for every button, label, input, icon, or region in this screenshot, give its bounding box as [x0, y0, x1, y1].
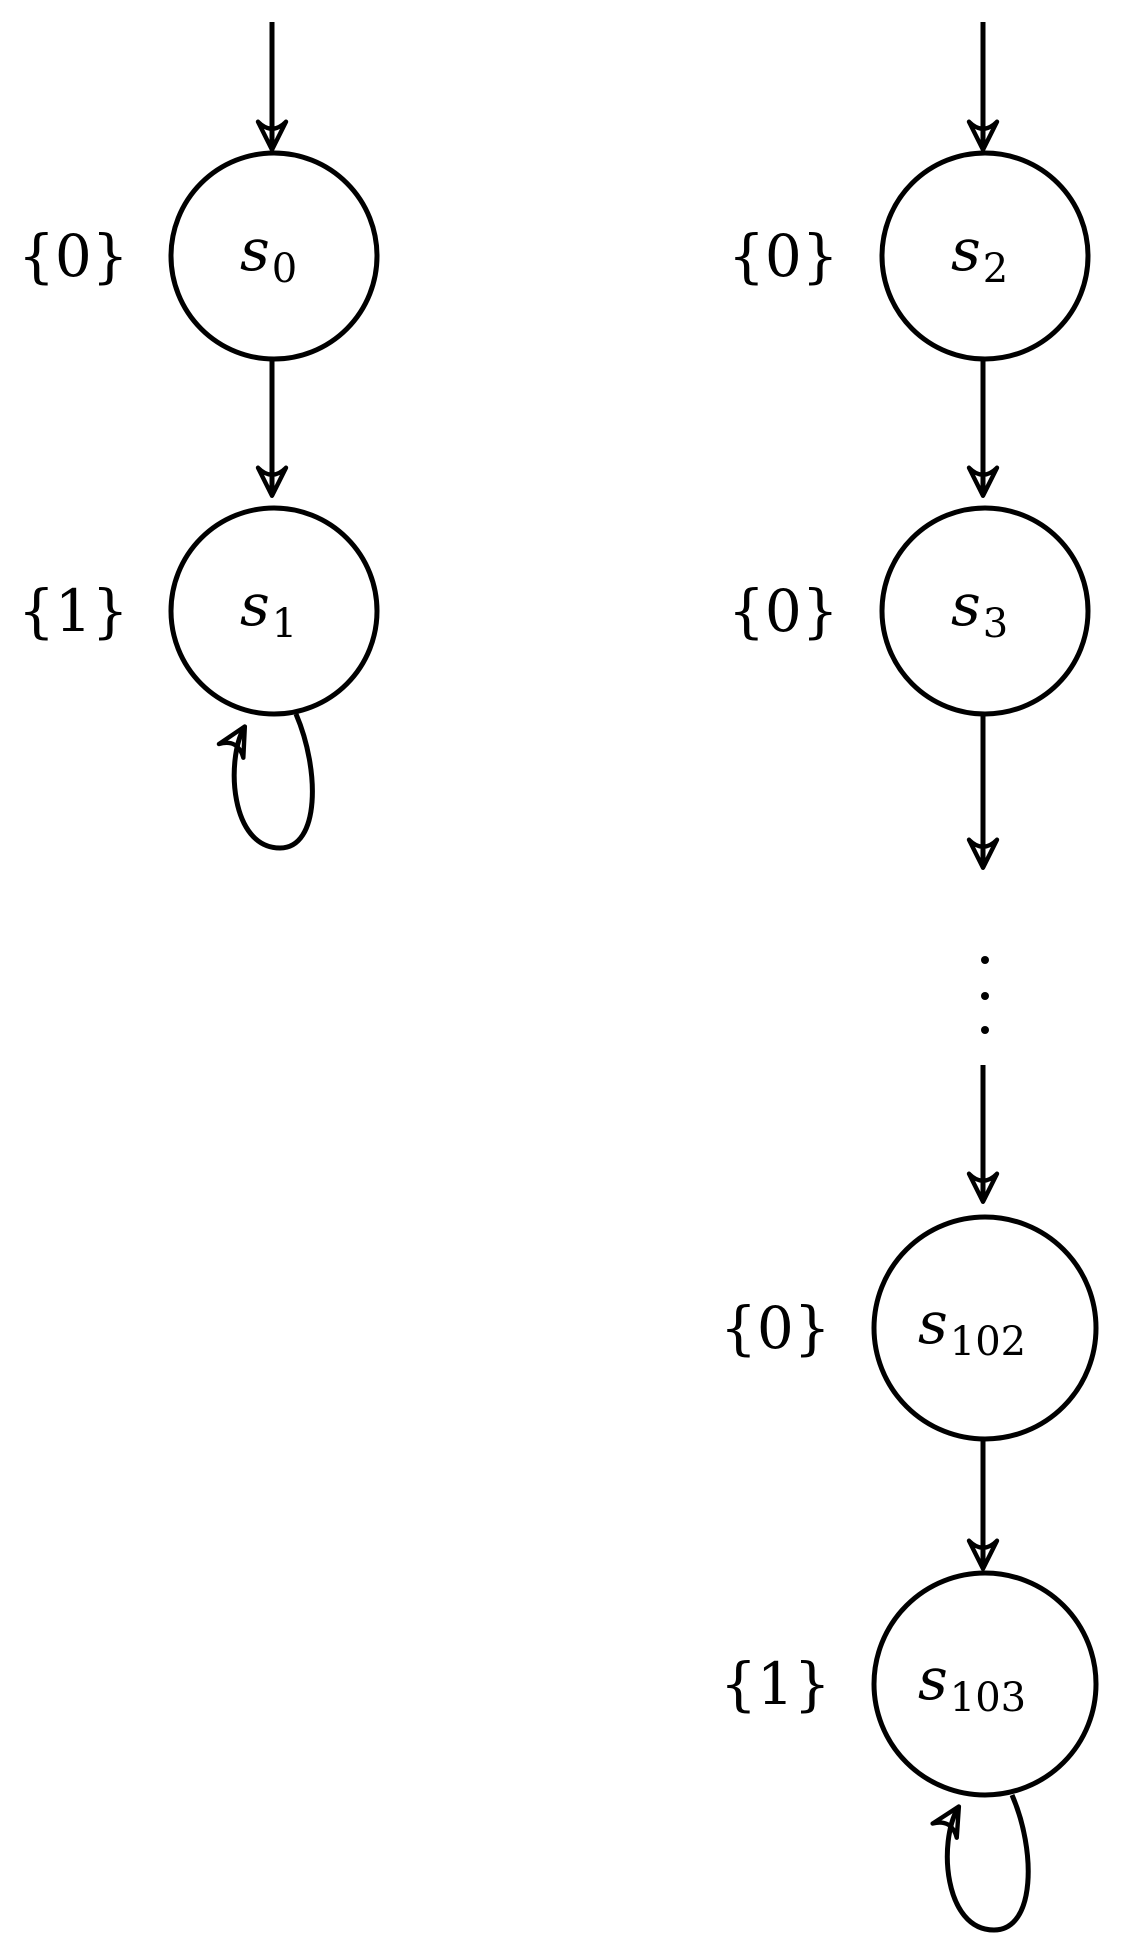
state-s2-name: s [951, 216, 981, 284]
state-s0-sub: 0 [272, 246, 297, 292]
state-s1-label: {1} [18, 577, 129, 645]
state-s103-label: {1} [720, 1650, 831, 1718]
self-loop-s103 [930, 1794, 1031, 1933]
svg-text:s2: s2 [951, 216, 1008, 292]
state-s1: s1 [168, 505, 380, 717]
state-s2-label: {0} [728, 222, 839, 290]
svg-text:s102: s102 [918, 1289, 1026, 1365]
svg-text:s1: s1 [240, 571, 297, 647]
state-s102: s102 [871, 1214, 1099, 1442]
state-s3: s3 [879, 505, 1091, 717]
svg-text:s0: s0 [240, 216, 297, 292]
state-s1-name: s [240, 571, 270, 639]
state-s102-name: s [918, 1289, 948, 1357]
state-s0-label: {0} [18, 222, 129, 290]
state-s2-sub: 2 [983, 246, 1008, 292]
state-s103-name: s [918, 1645, 948, 1713]
state-s0: s0 [168, 150, 380, 362]
svg-text:s3: s3 [951, 571, 1008, 647]
state-s3-name: s [951, 571, 981, 639]
state-s103: s103 [871, 1570, 1099, 1798]
self-loop-s1 [216, 713, 315, 851]
state-s1-sub: 1 [272, 601, 297, 647]
svg-text:s103: s103 [918, 1645, 1026, 1721]
state-s102-label: {0} [720, 1294, 831, 1362]
state-s0-name: s [240, 216, 270, 284]
ellipsis-dots [981, 956, 989, 1034]
state-s3-label: {0} [728, 577, 839, 645]
state-s102-sub: 102 [950, 1319, 1026, 1365]
state-s3-sub: 3 [983, 601, 1008, 647]
state-s103-sub: 103 [950, 1675, 1026, 1721]
state-s2: s2 [879, 150, 1091, 362]
